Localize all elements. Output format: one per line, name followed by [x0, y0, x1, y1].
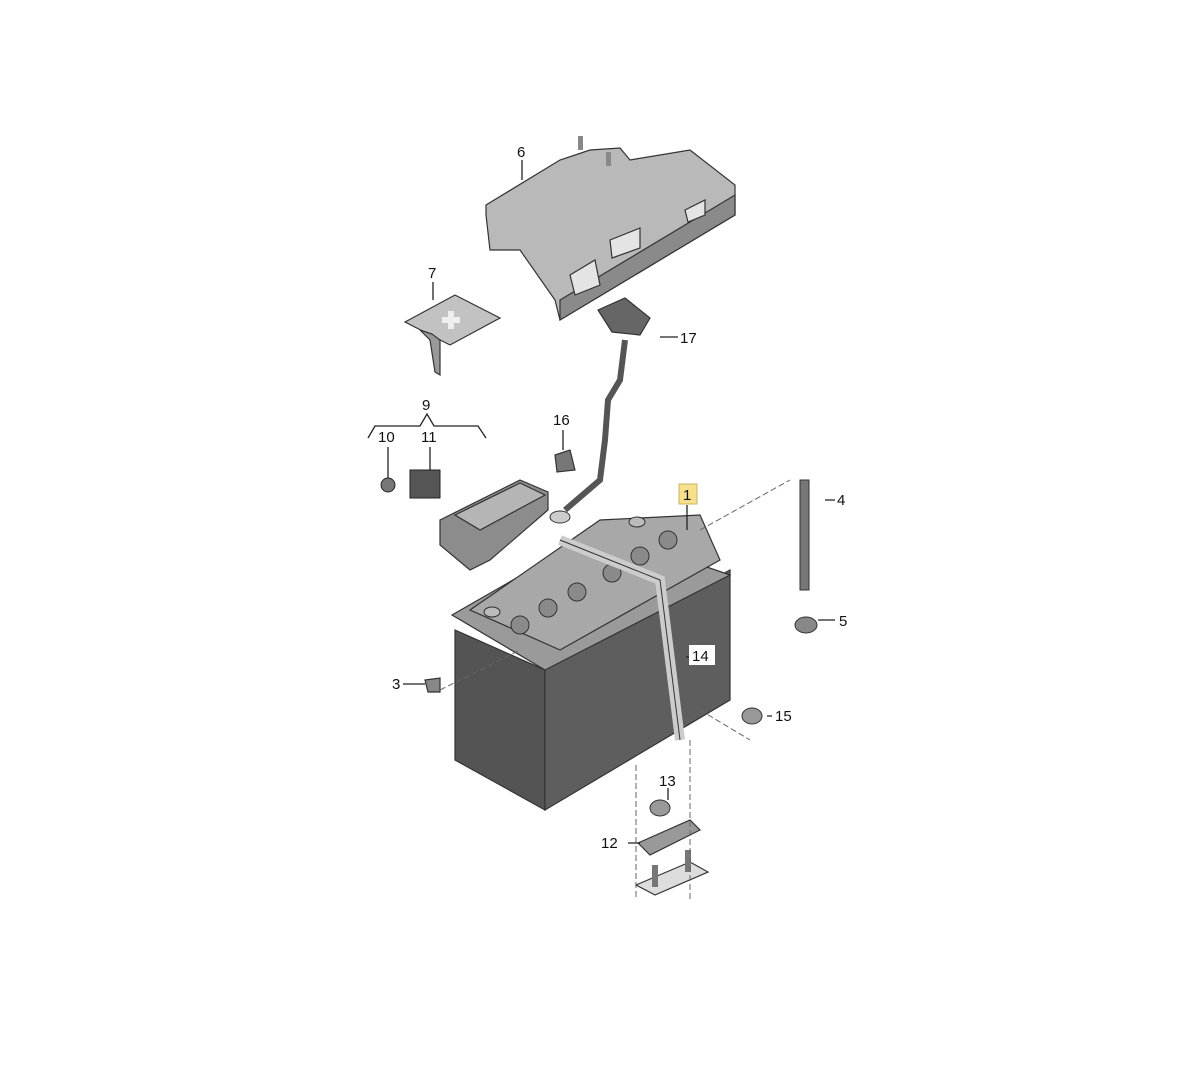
battery-cover-part[interactable] — [485, 136, 736, 322]
callout-15[interactable]: 15 — [775, 708, 792, 725]
battery-part[interactable] — [450, 514, 732, 812]
nut-part[interactable] — [794, 616, 818, 634]
callout-9[interactable]: 9 — [422, 397, 430, 414]
callout-13[interactable]: 13 — [659, 773, 676, 790]
fuse-box-part[interactable] — [380, 469, 549, 571]
flange-nut-part[interactable] — [741, 707, 763, 725]
callout-6[interactable]: 6 — [517, 144, 525, 161]
callout-1[interactable]: 1 — [683, 487, 691, 504]
screw-part[interactable] — [424, 677, 441, 693]
callout-12[interactable]: 12 — [601, 835, 618, 852]
callout-4[interactable]: 4 — [837, 492, 845, 509]
terminal-cover-plate-part[interactable] — [403, 294, 502, 377]
battery-cable-part[interactable] — [549, 297, 651, 524]
callout-11[interactable]: 11 — [421, 429, 437, 446]
callout-17[interactable]: 17 — [680, 330, 697, 347]
mounting-bracket-part[interactable] — [636, 819, 702, 856]
terminal-cap-part[interactable] — [554, 449, 576, 473]
callout-14[interactable]: 14 — [692, 648, 709, 665]
threaded-bolt-part[interactable] — [799, 479, 810, 591]
callout-7[interactable]: 7 — [428, 265, 436, 282]
callout-10[interactable]: 10 — [378, 429, 395, 446]
callout-3[interactable]: 3 — [392, 676, 400, 693]
callout-1-highlight — [678, 483, 698, 505]
callout-5[interactable]: 5 — [839, 613, 847, 630]
nut-part-13[interactable] — [649, 799, 671, 817]
callout-16[interactable]: 16 — [553, 412, 570, 429]
